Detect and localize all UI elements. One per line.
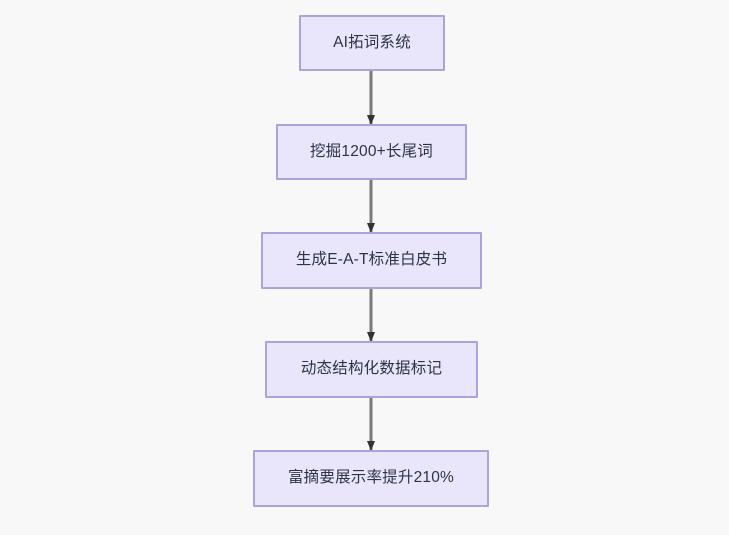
flow-node-rich-snippet-rate-increase[interactable]: 富摘要展示率提升210%: [253, 450, 489, 507]
flow-node-dynamic-structured-data-markup[interactable]: 动态结构化数据标记: [265, 341, 478, 398]
flow-node-label: 生成E-A-T标准白皮书: [295, 251, 448, 269]
flow-node-label: AI拓词系统: [333, 33, 411, 51]
flow-node-ai-keyword-system[interactable]: AI拓词系统: [299, 15, 445, 71]
flow-node-label: 富摘要展示率提升210%: [287, 469, 455, 487]
flow-node-generate-eat-whitepaper[interactable]: 生成E-A-T标准白皮书: [261, 232, 482, 289]
flow-node-mine-longtail-keywords[interactable]: 挖掘1200+长尾词: [276, 124, 467, 180]
flow-node-label: 动态结构化数据标记: [300, 360, 443, 378]
flow-node-label: 挖掘1200+长尾词: [309, 142, 434, 160]
